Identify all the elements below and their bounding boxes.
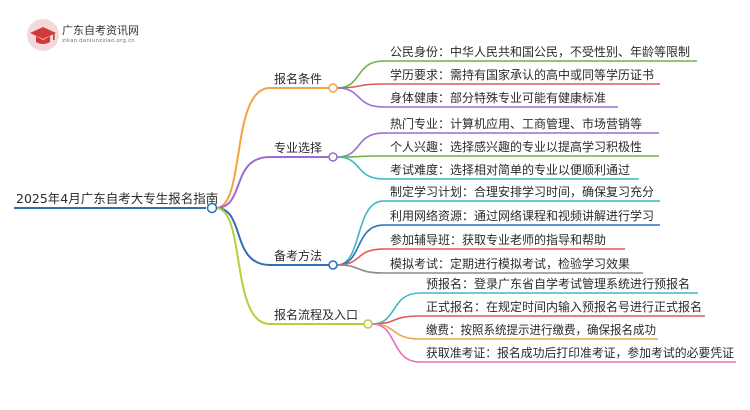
graduation-cap-icon xyxy=(27,19,59,51)
branch-label-2: 专业选择 xyxy=(274,140,322,155)
leaf-text-1-1: 公民身份：中华人民共和国公民，不受性别、年龄等限制 xyxy=(390,44,690,59)
logo-subtitle: zikao.danlunzxiao.org.cn xyxy=(62,38,135,44)
mind-map-nodes: 2025年4月广东自考大专生报名指南 报名条件 公民身份：中华人民共和国公民，不受性… xyxy=(16,44,734,360)
leaf-link-3-2 xyxy=(336,224,385,266)
branch-label-1: 报名条件 xyxy=(274,71,322,86)
logo-title: 广东自考资讯网 xyxy=(62,24,139,37)
branch-node-circle-1 xyxy=(328,83,338,93)
leaf-link-4-3 xyxy=(371,323,421,340)
leaf-link-3-1 xyxy=(336,200,385,266)
leaf-text-3-4: 模拟考试：定期进行模拟考试，检验学习效果 xyxy=(390,256,630,271)
branch-node-circle-3 xyxy=(328,260,338,270)
branch-link-1 xyxy=(215,87,271,209)
leaf-text-2-2: 个人兴趣：选择感兴趣的专业以提高学习积极性 xyxy=(390,139,642,154)
branch-node-circle-2 xyxy=(328,152,338,162)
branch-label-4: 报名流程及入口 xyxy=(274,307,358,322)
leaf-link-1-3 xyxy=(336,87,385,108)
leaf-text-1-3: 身体健康：部分特殊专业可能有健康标准 xyxy=(390,90,606,105)
leaf-text-4-4: 获取准考证：报名成功后打印准考证，参加考试的必要凭证 xyxy=(426,345,734,360)
branch-link-4 xyxy=(215,207,271,325)
site-logo xyxy=(26,16,146,56)
branch-node-circle-4 xyxy=(363,319,373,329)
leaf-link-1-2 xyxy=(336,83,385,89)
leaf-text-3-1: 制定学习计划：合理安排学习时间，确保复习充分 xyxy=(390,184,654,199)
leaf-text-4-2: 正式报名：在规定时间内输入预报名号进行正式报名 xyxy=(426,299,702,314)
leaf-text-3-2: 利用网络资源：通过网络课程和视频讲解进行学习 xyxy=(390,208,654,223)
branch-label-3: 备考方法 xyxy=(274,248,322,263)
mind-map-links xyxy=(14,60,736,363)
leaf-text-2-3: 考试难度：选择相对简单的专业以便顺利通过 xyxy=(390,162,630,177)
root-node-circle xyxy=(206,202,218,214)
leaf-text-4-3: 缴费：按照系统提示进行缴费，确保报名成功 xyxy=(426,322,656,337)
leaf-text-2-1: 热门专业：计算机应用、工商管理、市场营销等 xyxy=(390,116,642,131)
leaf-link-2-1 xyxy=(336,132,385,158)
leaf-text-4-1: 预报名：登录广东省自学考试管理系统进行预报名 xyxy=(426,276,690,291)
branch-link-3 xyxy=(215,207,271,266)
leaf-link-4-4 xyxy=(371,323,421,363)
branch-link-2 xyxy=(215,156,271,209)
leaf-text-3-3: 参加辅导班：获取专业老师的指导和帮助 xyxy=(390,232,606,247)
leaf-link-2-3 xyxy=(336,156,385,180)
leaf-text-1-2: 学历要求：需持有国家承认的高中或同等学历证书 xyxy=(390,67,654,82)
root-topic: 2025年4月广东自考大专生报名指南 xyxy=(16,191,218,206)
leaf-link-3-4 xyxy=(336,264,385,274)
